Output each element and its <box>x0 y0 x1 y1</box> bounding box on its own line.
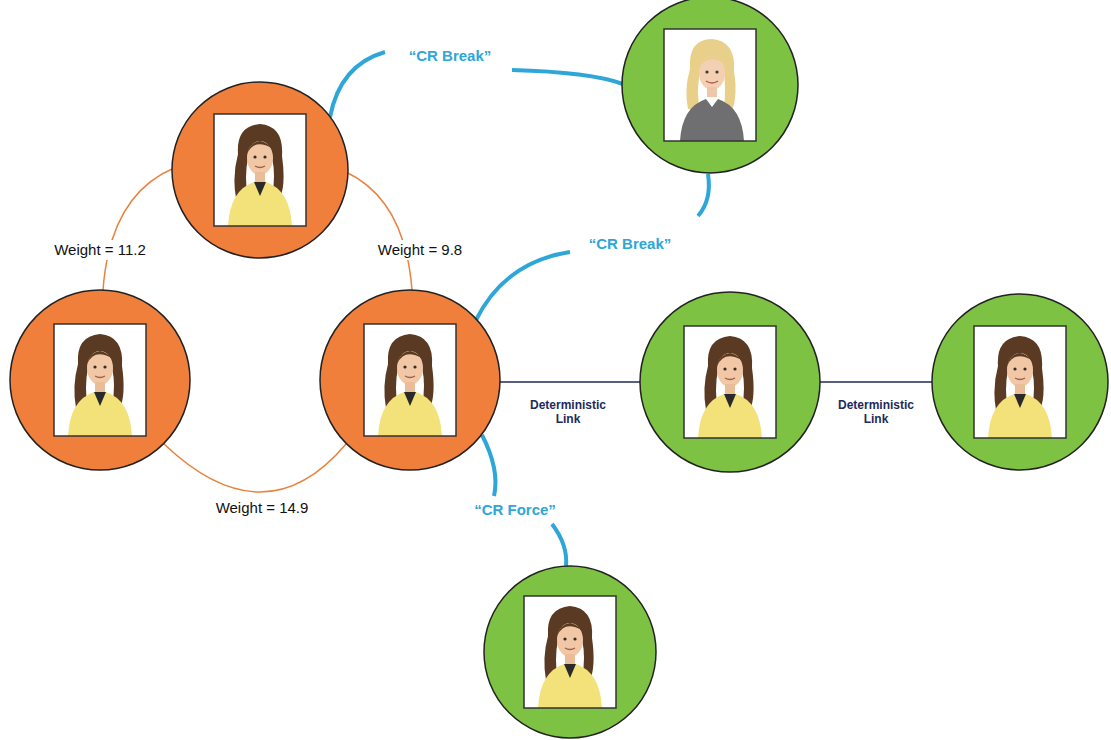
weight-label: Weight = 14.9 <box>213 498 312 518</box>
photo <box>684 326 776 438</box>
photo <box>664 29 756 141</box>
link-label: “CR Force” <box>471 500 559 520</box>
link-label: “CR Break” <box>406 46 495 66</box>
cr-link <box>698 174 709 216</box>
orange-circle <box>10 290 190 470</box>
photo <box>524 596 616 708</box>
cr-link <box>552 524 566 566</box>
link-label: Deterministic Link <box>830 397 922 428</box>
link-label: Deterministic Link <box>522 397 614 428</box>
green-circle <box>640 292 820 472</box>
photo <box>364 324 456 436</box>
weight-link <box>164 444 346 492</box>
green-circle <box>622 0 798 173</box>
cr-link <box>512 70 623 84</box>
weight-label: Weight = 9.8 <box>375 240 465 260</box>
green-circle <box>484 566 656 738</box>
cr-link <box>482 435 496 496</box>
photo <box>54 324 146 436</box>
orange-circle <box>320 290 500 470</box>
green-circle <box>932 294 1108 470</box>
photo <box>214 114 306 226</box>
deterministic-link <box>500 381 640 383</box>
weight-link <box>346 172 412 290</box>
orange-circle <box>172 82 348 258</box>
deterministic-link <box>820 381 932 383</box>
weight-label: Weight = 11.2 <box>51 240 149 260</box>
cr-link <box>330 52 385 117</box>
photo <box>974 326 1066 438</box>
cr-link <box>476 252 570 320</box>
link-label: “CR Break” <box>586 234 675 254</box>
weight-link <box>103 168 174 290</box>
